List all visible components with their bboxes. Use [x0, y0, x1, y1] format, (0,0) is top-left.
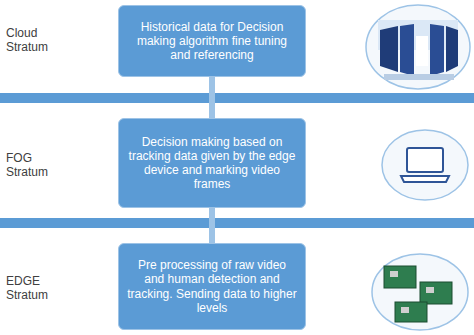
- box-text: Decision making based on tracking data g…: [127, 135, 297, 192]
- process-box: Historical data for Decision making algo…: [118, 5, 306, 77]
- board-illustration: [372, 254, 468, 330]
- box-text: Historical data for Decision making algo…: [127, 20, 297, 62]
- stratum-label: Cloud Stratum: [6, 26, 68, 55]
- laptop-illustration: [382, 130, 468, 200]
- box-text: Pre processing of raw video and human de…: [127, 258, 297, 315]
- stratum-label: FOG Stratum: [6, 151, 68, 180]
- connector: [212, 208, 213, 243]
- connector: [212, 77, 213, 118]
- server-illustration: [366, 5, 470, 89]
- process-box: Pre processing of raw video and human de…: [118, 243, 306, 330]
- stratum-label: EDGE Stratum: [6, 274, 68, 303]
- stratum-bar: [0, 218, 474, 228]
- stratum-bar: [0, 93, 474, 103]
- process-box: Decision making based on tracking data g…: [118, 118, 306, 208]
